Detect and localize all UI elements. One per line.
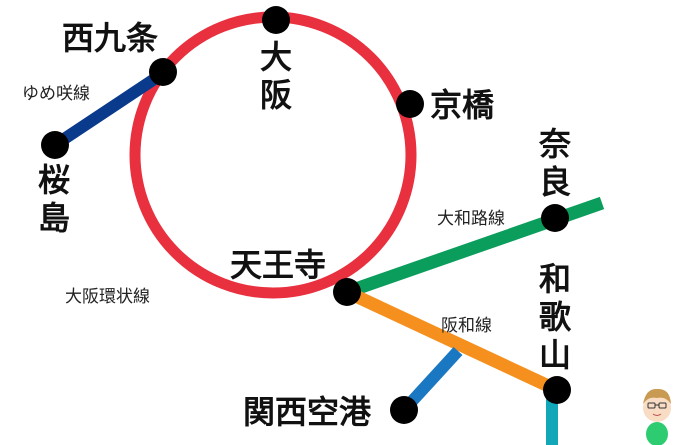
hanwa-line bbox=[344, 286, 560, 396]
line-label-yumesaki: ゆめ咲線 bbox=[22, 84, 90, 104]
station-dot-nishikujo[interactable] bbox=[149, 58, 177, 86]
station-label-osaka: 大阪 bbox=[259, 38, 292, 114]
station-dot-nara[interactable] bbox=[541, 204, 569, 232]
yumesaki-line bbox=[51, 67, 169, 150]
station-dot-kyobashi[interactable] bbox=[396, 90, 424, 118]
station-dot-kansai-airport[interactable] bbox=[390, 396, 418, 424]
station-label-tennoji: 天王寺 bbox=[230, 246, 327, 284]
station-label-wakayama: 和歌山 bbox=[538, 260, 571, 374]
mascot-illustration bbox=[643, 388, 671, 445]
station-label-nara: 奈良 bbox=[538, 125, 571, 201]
station-label-sakurajima: 桜島 bbox=[37, 161, 70, 237]
station-label-kyobashi: 京橋 bbox=[430, 86, 495, 124]
station-dot-wakayama[interactable] bbox=[543, 376, 571, 404]
station-label-nishikujo: 西九条 bbox=[62, 19, 159, 57]
station-dot-osaka[interactable] bbox=[262, 6, 290, 34]
station-label-kansai-airport: 関西空港 bbox=[243, 393, 372, 431]
station-dot-sakurajima[interactable] bbox=[41, 131, 69, 159]
line-label-loop: 大阪環状線 bbox=[65, 287, 150, 307]
station-dot-tennoji[interactable] bbox=[333, 278, 361, 306]
line-label-hanwa: 阪和線 bbox=[441, 316, 492, 336]
line-label-yamatoji: 大和路線 bbox=[437, 209, 505, 229]
